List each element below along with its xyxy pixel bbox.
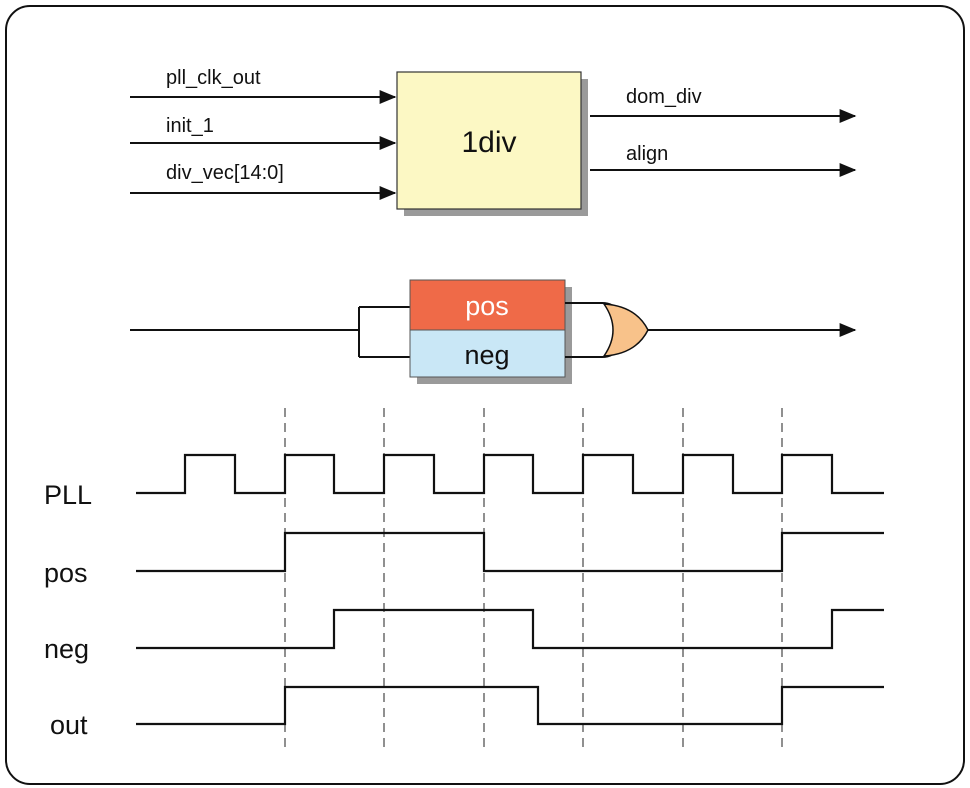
dual-edge-split-wire	[358, 306, 410, 358]
input-label-init-1: init_1	[166, 115, 214, 137]
divider-block: 1div	[396, 71, 588, 216]
diagram-frame	[5, 5, 965, 785]
input-label-pll-clk-out: pll_clk_out	[166, 67, 261, 89]
neg-register	[409, 329, 566, 378]
divider-inputs: pll_clk_out init_1 div_vec[14:0]	[130, 67, 397, 200]
output-label-dom-div: dom_div	[626, 86, 702, 108]
edge-markers	[284, 408, 783, 748]
pos-register	[409, 279, 566, 331]
neg-register-label: neg	[464, 340, 509, 370]
waveform-label-pll: PLL	[44, 480, 92, 510]
input-label-div-vec: div_vec[14:0]	[166, 162, 284, 184]
divider-block-label: 1div	[461, 126, 516, 159]
waveform-label-neg: neg	[44, 634, 89, 664]
dual-edge-block: pos neg	[130, 279, 857, 384]
pos-register-label: pos	[465, 291, 509, 321]
or-gate-icon	[602, 303, 649, 357]
output-label-align: align	[626, 143, 668, 165]
waveform-label-out: out	[50, 710, 88, 740]
waveform-neg	[136, 608, 884, 650]
waveform-pll	[136, 453, 884, 495]
divider-block-box	[396, 71, 582, 210]
divider-outputs: dom_div align	[590, 86, 857, 177]
waveform-pos	[136, 531, 884, 573]
waveform-out	[136, 685, 884, 726]
timing-diagram: PLL pos neg out	[44, 408, 884, 748]
waveform-label-pos: pos	[44, 558, 88, 588]
